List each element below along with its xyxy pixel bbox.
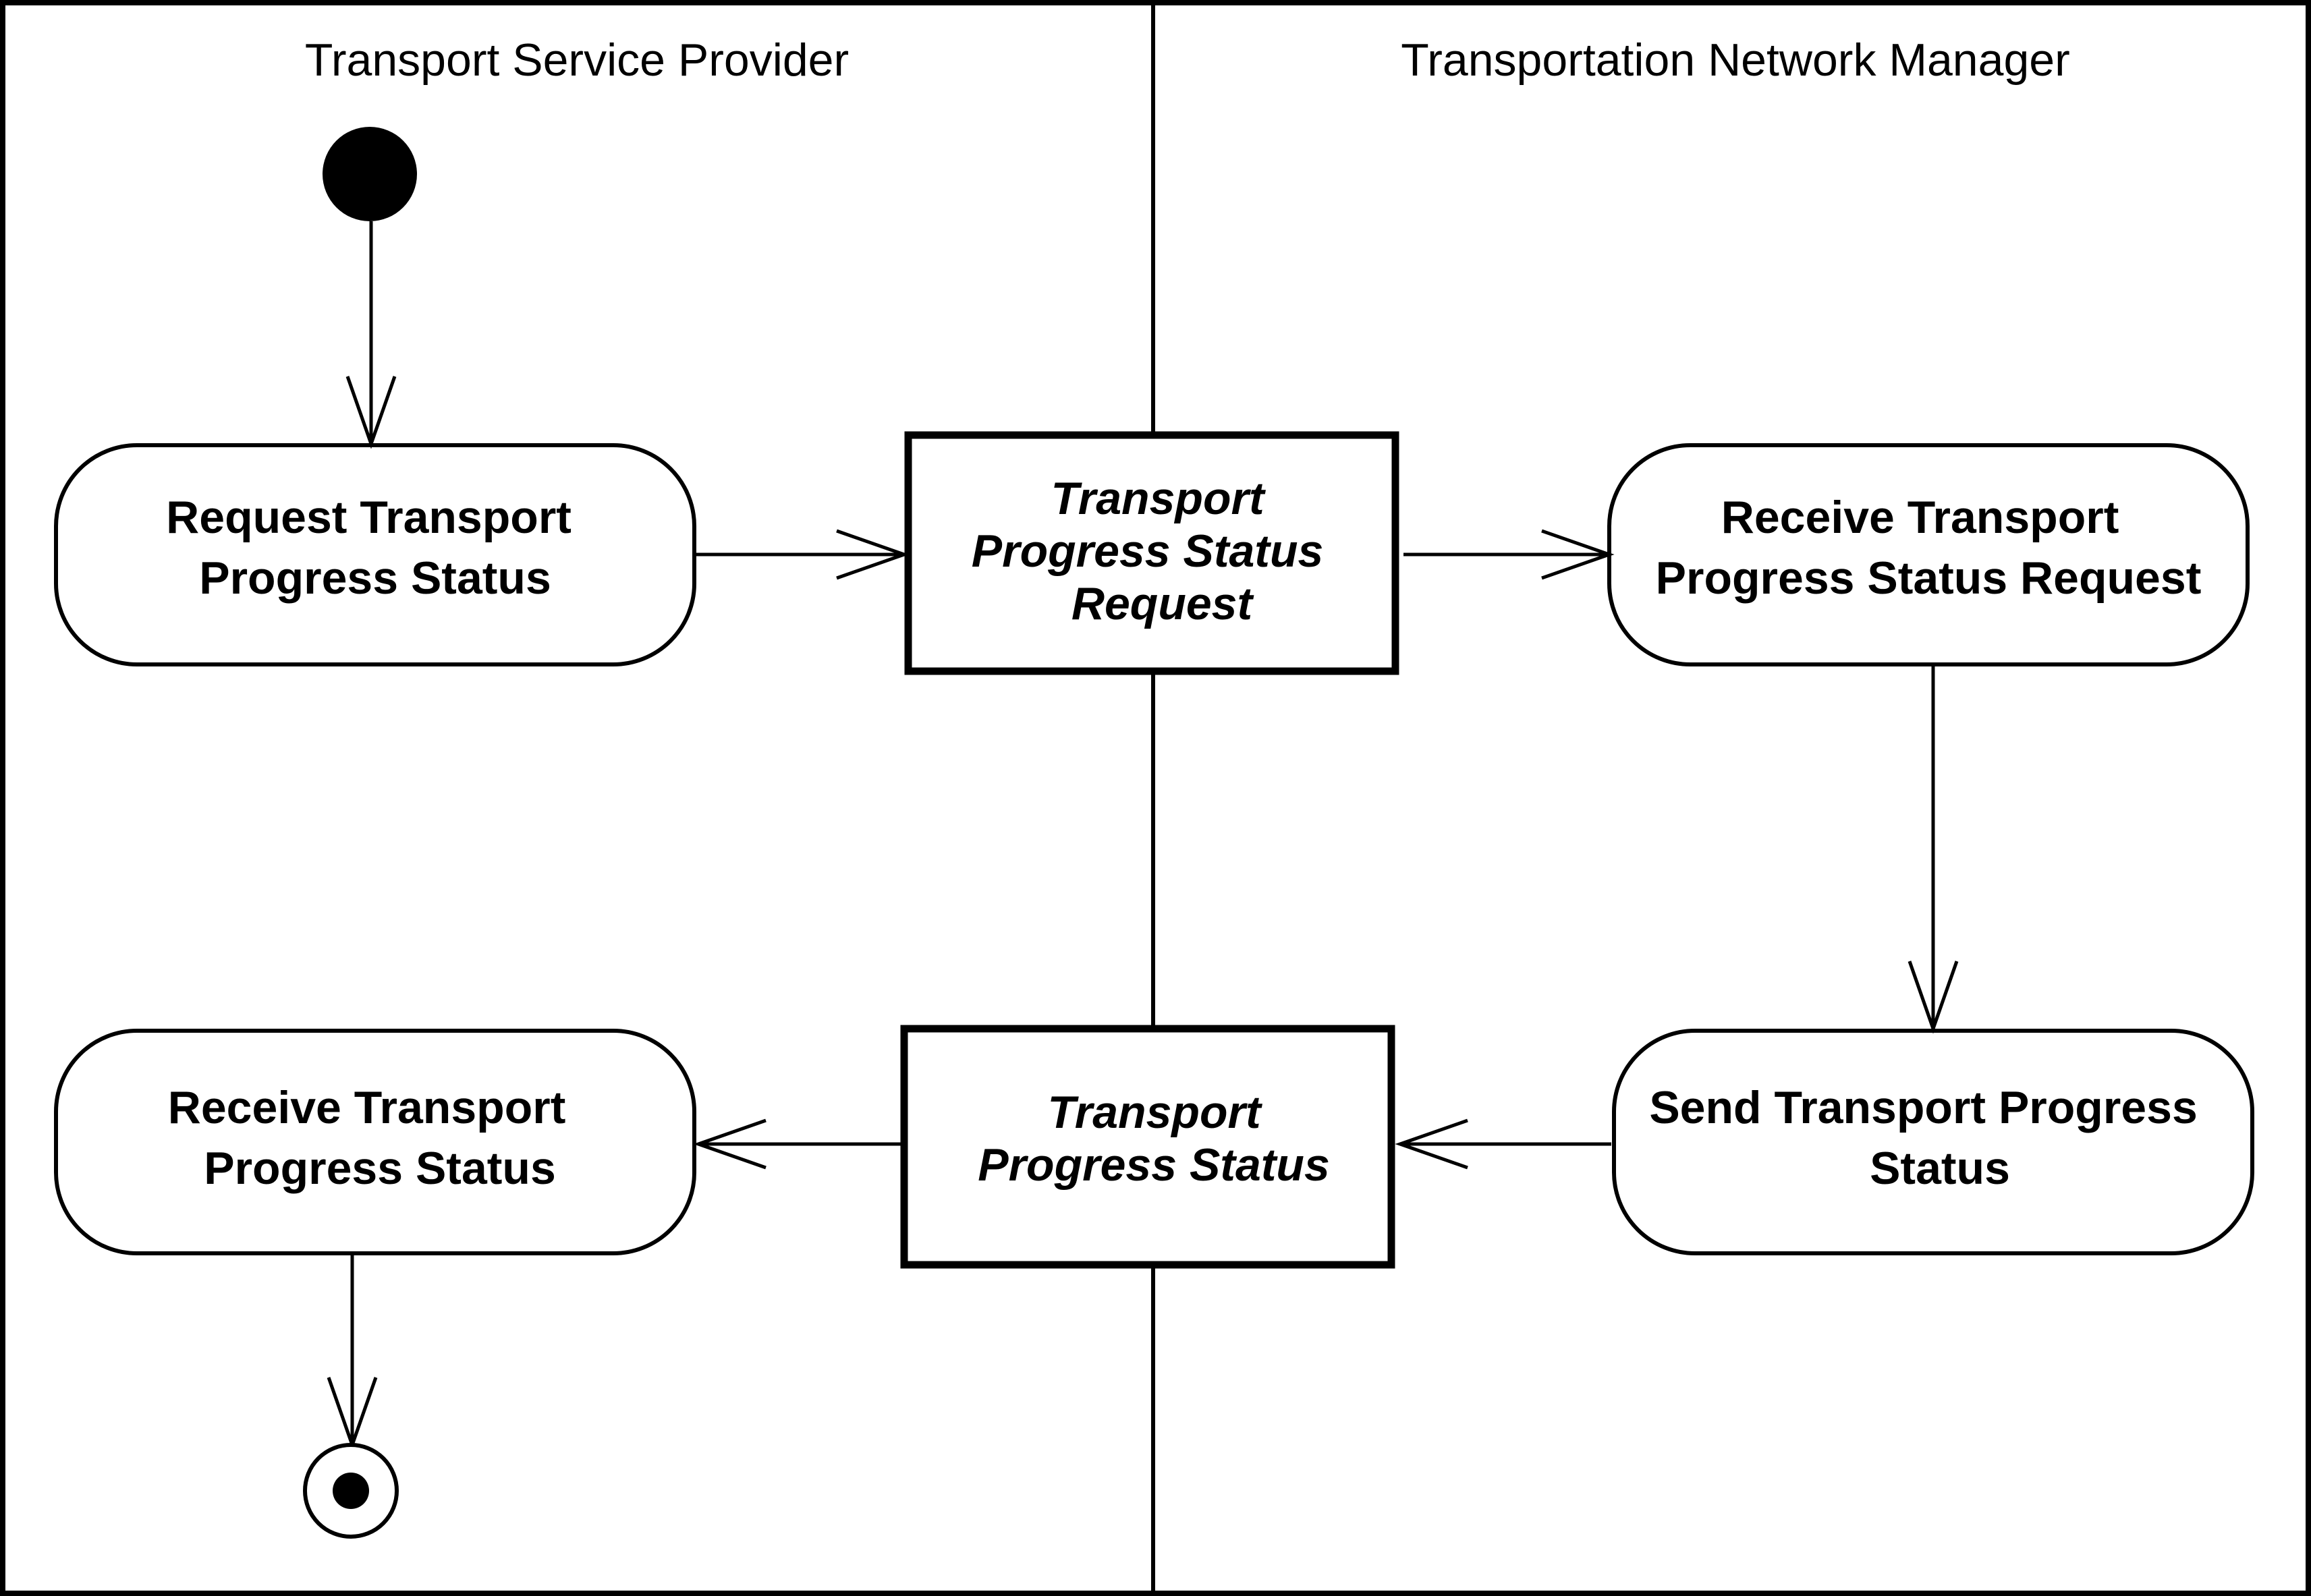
action-label-line: Send Transport Progress	[1649, 1082, 2197, 1133]
action-label-line: Status	[1870, 1143, 2010, 1194]
object-label-line: Transport	[1047, 1087, 1262, 1138]
arrowhead-request-to-status-request-object	[836, 529, 910, 580]
object-transport-progress-status-request: Transport Progress Status Request	[904, 431, 1399, 675]
action-label-line: Receive Transport	[168, 1082, 566, 1133]
svg-text:Transport Progress Statu: Transport Progress Status	[978, 1087, 1330, 1191]
action-label-line: Request Transport	[166, 492, 572, 543]
final-node	[303, 1443, 399, 1539]
svg-text:Send Transport Progress: Send Transport Progress Status	[1649, 1082, 2210, 1194]
object-label-line: Progress Status	[972, 525, 1324, 577]
svg-text:Receive Transport Progre: Receive Transport Progress Status	[168, 1082, 579, 1194]
svg-text:Request Transport Progre: Request Transport Progress Status	[166, 492, 584, 604]
svg-text:Receive Transport Progre: Receive Transport Progress Status Reques…	[1656, 492, 2202, 604]
action-receive-transport-progress-status: Receive Transport Progress Status	[54, 1029, 696, 1255]
object-label-line: Request	[1071, 578, 1254, 629]
action-label-line: Progress Status	[199, 552, 551, 604]
swimlane-title-transportation-network-manager: Transportation Network Manager	[1401, 34, 2069, 86]
object-label-line: Transport	[1051, 473, 1265, 524]
initial-node	[323, 127, 417, 221]
arrowhead-status-object-to-receive-status	[693, 1118, 767, 1170]
action-receive-transport-progress-status-request: Receive Transport Progress Status Reques…	[1607, 443, 2250, 666]
object-transport-progress-status: Transport Progress Status	[900, 1025, 1395, 1269]
action-label-line: Progress Status	[204, 1143, 556, 1194]
action-label-line: Progress Status Request	[1656, 552, 2202, 604]
swimlane-title-transport-service-provider: Transport Service Provider	[305, 34, 849, 86]
action-send-transport-progress-status: Send Transport Progress Status	[1612, 1029, 2254, 1255]
svg-text:Transport Progress Statu: Transport Progress Status Request	[972, 473, 1336, 629]
arrowhead-send-status-to-status-object	[1395, 1118, 1468, 1170]
action-request-transport-progress-status: Request Transport Progress Status	[54, 443, 696, 666]
object-label-line: Progress Status	[978, 1139, 1330, 1191]
action-label-line: Receive Transport	[1721, 492, 2119, 543]
